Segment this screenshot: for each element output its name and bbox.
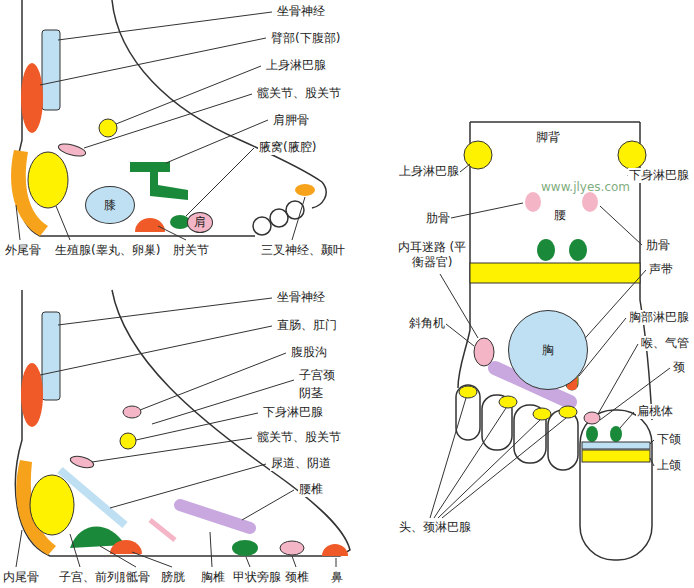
part-label: 臂部(下腹部)	[270, 31, 341, 46]
part-label: 头、颈淋巴腺	[398, 520, 472, 535]
part-label: 下身淋巴腺	[628, 168, 690, 183]
part-label: 外尾骨	[4, 243, 42, 258]
part-label: 颈椎	[284, 570, 310, 585]
part-label: 下身淋巴腺	[262, 405, 324, 420]
part-label: 声带	[648, 262, 674, 277]
watermark: www.jlyes.com	[540, 180, 631, 195]
part-label: 鼻	[330, 570, 344, 585]
part-label: 腰椎	[298, 482, 324, 497]
zone-shape: 胸	[508, 310, 588, 390]
part-label: 喉、气管	[640, 336, 690, 351]
part-label: 三叉神经、颞叶	[260, 243, 346, 258]
part-label: 腰	[553, 208, 567, 223]
zone-shape: 膝	[85, 186, 135, 224]
part-label: 扁桃体	[636, 404, 674, 419]
part-label: 内耳迷路 (平衡器官)	[396, 240, 468, 270]
part-label: 髋关节、股关节	[256, 430, 342, 445]
part-label: 髋关节、股关节	[256, 86, 342, 101]
part-label: 肩胛骨	[272, 113, 310, 128]
part-label: 坐骨神经	[276, 4, 326, 19]
part-label: 胸部淋巴腺	[628, 310, 690, 325]
zone-label: 膝	[104, 197, 116, 214]
part-label: 上身淋巴腺	[398, 164, 460, 179]
part-label: 颈	[672, 360, 686, 375]
part-label: 骶骨	[125, 570, 151, 585]
part-label: 下颌	[656, 432, 682, 447]
part-label: 肋骨	[425, 211, 451, 226]
part-label: 膀胱	[160, 570, 186, 585]
zone-label: 胸	[542, 342, 554, 359]
part-label: 腹股沟	[290, 345, 328, 360]
part-label: 肋骨	[645, 238, 671, 253]
part-label: 腋窝(腋腔)	[258, 140, 317, 155]
part-label: 子宫、前列腺	[58, 570, 132, 585]
part-label: 直肠、肛门	[276, 318, 338, 333]
part-label: 内尾骨	[2, 570, 40, 585]
part-label: 上颌	[656, 458, 682, 473]
part-label: 脚背	[535, 130, 561, 145]
part-label: 甲状旁腺	[232, 570, 282, 585]
part-label: 坐骨神经	[276, 290, 326, 305]
part-label: 尿道、阴道	[270, 456, 332, 471]
part-label: 子宫颈	[298, 368, 336, 383]
part-label: 阴茎	[298, 386, 324, 401]
zone-shape: 肩	[187, 212, 213, 233]
part-label: 生殖腺(睾丸、卵巢)	[54, 243, 161, 258]
zone-label: 肩	[194, 214, 206, 231]
part-label: 斜角机	[408, 316, 446, 331]
part-label: 肘关节	[172, 243, 210, 258]
part-label: 上身淋巴腺	[265, 58, 327, 73]
part-label: 胸椎	[200, 570, 226, 585]
